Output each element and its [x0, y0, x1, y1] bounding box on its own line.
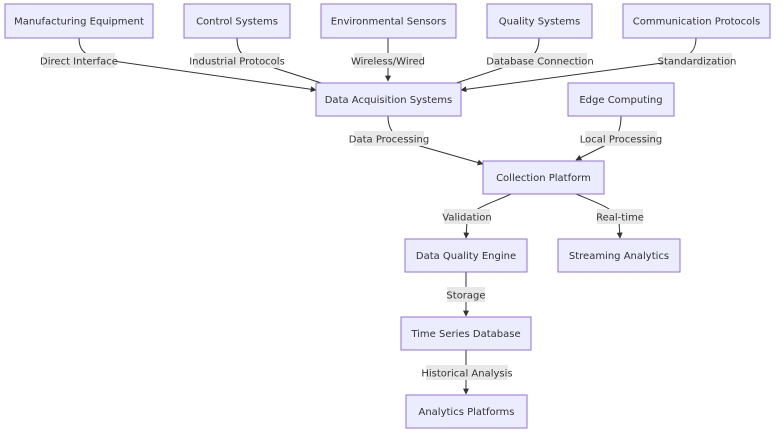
edge-label-historical-analysis: Historical Analysis	[421, 369, 512, 380]
edge-label-data-processing: Data Processing	[349, 135, 429, 146]
node-label: Quality Systems	[499, 17, 580, 28]
node-quality-systems: Quality Systems	[486, 3, 593, 39]
edge-label-database-connection: Database Connection	[486, 57, 593, 68]
node-label: Data Quality Engine	[416, 251, 516, 262]
node-control-systems: Control Systems	[183, 3, 291, 39]
node-data-quality-engine: Data Quality Engine	[404, 238, 528, 273]
node-analytics-platforms: Analytics Platforms	[405, 394, 528, 429]
node-time-series-database: Time Series Database	[400, 316, 532, 351]
node-collection-platform: Collection Platform	[482, 160, 605, 195]
node-label: Collection Platform	[496, 173, 591, 184]
node-label: Time Series Database	[410, 329, 520, 340]
node-label: Analytics Platforms	[419, 407, 515, 418]
edge-label-industrial-protocols: Industrial Protocols	[189, 57, 285, 68]
node-label: Environmental Sensors	[331, 17, 446, 28]
node-label: Streaming Analytics	[569, 251, 669, 262]
node-communication-protocols: Communication Protocols	[622, 3, 771, 39]
edge-label-storage: Storage	[446, 291, 485, 302]
node-manufacturing-equipment: Manufacturing Equipment	[4, 3, 154, 39]
edge-labels: Direct Interface Industrial Protocols Wi…	[40, 53, 736, 380]
edge-label-local-processing: Local Processing	[580, 135, 663, 146]
node-data-acquisition-systems: Data Acquisition Systems	[315, 82, 462, 117]
edge-label-validation: Validation	[442, 213, 491, 224]
node-label: Manufacturing Equipment	[14, 17, 144, 28]
node-environmental-sensors: Environmental Sensors	[320, 3, 457, 39]
nodes: Manufacturing Equipment Control Systems …	[4, 3, 771, 429]
node-label: Edge Computing	[579, 95, 662, 106]
node-label: Control Systems	[196, 17, 278, 28]
node-label: Communication Protocols	[633, 17, 761, 28]
edge-label-real-time: Real-time	[596, 213, 644, 224]
edge-label-standardization: Standardization	[658, 57, 737, 68]
node-label: Data Acquisition Systems	[325, 95, 453, 106]
edge-label-direct-interface: Direct Interface	[40, 57, 118, 68]
node-streaming-analytics: Streaming Analytics	[557, 238, 681, 273]
node-edge-computing: Edge Computing	[567, 82, 675, 117]
edge-label-wireless-wired: Wireless/Wired	[351, 57, 425, 68]
